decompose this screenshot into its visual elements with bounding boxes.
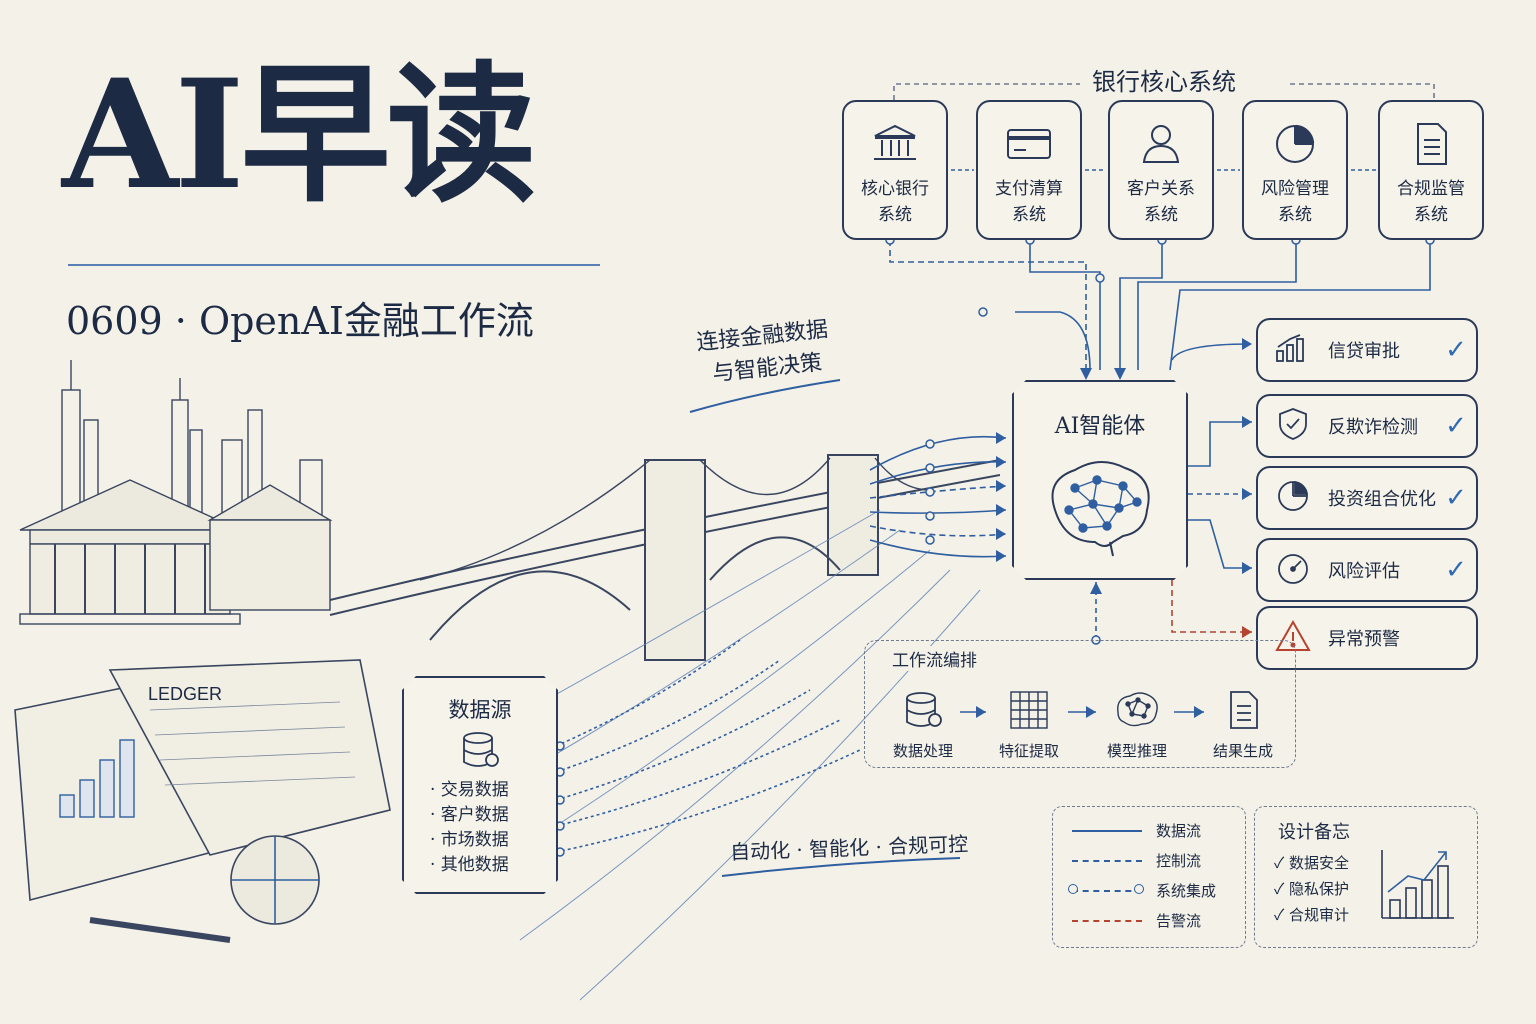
system-label-line2: 系统 [1414,205,1448,225]
design-note-item: ✓ 合规审计 [1274,906,1350,924]
legend-swatch-control-flow [1072,860,1142,862]
output-risk-assessment[interactable]: 风险评估 ✓ [1256,538,1478,602]
system-label-line1: 核心银行 [861,179,929,199]
legend-node-marker [1068,884,1078,894]
legend-label: 数据流 [1156,822,1202,840]
design-note-item: ✓ 隐私保护 [1274,880,1350,898]
data-source-heading: 数据源 [448,698,512,722]
legend-swatch-data-flow [1072,830,1142,832]
bridge-illustration: LEDGER [14,360,1000,1001]
system-label-line1: 风险管理 [1261,179,1329,199]
workflow-step-feature-extraction[interactable]: 特征提取 [984,690,1074,761]
system-customer-relationship[interactable]: 客户关系系统 [1108,100,1214,240]
page-subtitle: 0609 · OpenAI金融工作流 [66,299,534,343]
workflow-step-data-processing[interactable]: 数据处理 [878,690,968,761]
rising-bar-chart-icon [1378,846,1458,926]
check-icon: ✓ [1445,555,1467,585]
page-title: AI早读 [62,47,537,223]
pie-chart-icon [1244,122,1346,166]
brain-network-icon [1014,450,1186,564]
brain-icon [1092,690,1182,734]
grid-icon [984,690,1074,734]
legend-label: 告警流 [1156,912,1202,930]
data-source-panel: 数据源 · 交易数据 · 客户数据 · 市场数据 · 其他数据 [402,676,558,894]
output-credit-approval[interactable]: 信贷审批 ✓ [1256,318,1478,382]
system-label-line2: 系统 [1012,205,1046,225]
system-payment-clearing[interactable]: 支付清算系统 [976,100,1082,240]
system-label-line1: 支付清算 [995,179,1063,199]
data-source-item: · 交易数据 [430,780,509,800]
system-compliance[interactable]: 合规监管系统 [1378,100,1484,240]
system-core-banking[interactable]: 核心银行系统 [842,100,948,240]
design-notes-heading: 设计备忘 [1278,822,1350,843]
workflow-step-model-inference[interactable]: 模型推理 [1092,690,1182,761]
check-icon: ✓ [1445,411,1467,441]
output-label: 投资组合优化 [1328,489,1436,510]
title-divider [68,264,600,266]
legend-label: 系统集成 [1156,882,1217,900]
system-label-line1: 合规监管 [1397,179,1465,199]
database-icon [878,690,968,734]
legend-label: 控制流 [1156,852,1202,870]
workflow-step-label: 特征提取 [998,742,1059,760]
legend-swatch-alert-flow [1072,920,1142,922]
output-portfolio-optimization[interactable]: 投资组合优化 ✓ [1256,466,1478,530]
workflow-step-label: 数据处理 [892,742,953,760]
workflow-heading: 工作流编排 [888,646,981,671]
output-anomaly-alert[interactable]: 异常预警 [1256,606,1478,670]
database-icon [404,730,556,774]
legend-panel [1052,806,1246,948]
workflow-step-label: 结果生成 [1212,742,1273,760]
output-label: 风险评估 [1328,561,1400,582]
system-label-line2: 系统 [1144,205,1178,225]
output-label: 反欺诈检测 [1328,417,1418,438]
pie-chart-icon [1266,479,1320,518]
system-label-line2: 系统 [1278,205,1312,225]
ai-agent-node[interactable]: AI智能体 [1012,380,1188,580]
data-source-item: · 其他数据 [430,855,509,875]
system-label-line2: 系统 [878,205,912,225]
system-label-line1: 客户关系 [1127,179,1195,199]
workflow-panel [864,640,1296,768]
output-fraud-detection[interactable]: 反欺诈检测 ✓ [1256,394,1478,458]
design-note-item: ✓ 数据安全 [1274,854,1350,872]
data-source-item: · 客户数据 [430,805,509,825]
bank-icon [844,122,946,166]
output-label: 信贷审批 [1328,341,1400,362]
data-source-item: · 市场数据 [430,830,509,850]
document-icon [1380,122,1482,166]
bar-chart-icon [1266,333,1320,368]
legend-swatch-system-integration [1072,890,1142,892]
system-risk-management[interactable]: 风险管理系统 [1242,100,1348,240]
core-systems-heading: 银行核心系统 [1092,68,1236,96]
output-label: 异常预警 [1328,629,1400,650]
document-icon [1198,690,1288,734]
workflow-step-label: 模型推理 [1106,742,1167,760]
design-notes-panel [1254,806,1478,948]
check-icon: ✓ [1445,335,1467,365]
person-icon [1110,122,1212,166]
gauge-icon [1266,551,1320,590]
ai-agent-label: AI智能体 [1054,414,1146,439]
ledger-label: LEDGER [148,684,222,704]
card-icon [978,122,1080,166]
legend-node-marker [1134,884,1144,894]
shield-icon [1266,407,1320,446]
workflow-step-result-generation[interactable]: 结果生成 [1198,690,1288,761]
check-icon: ✓ [1445,483,1467,513]
